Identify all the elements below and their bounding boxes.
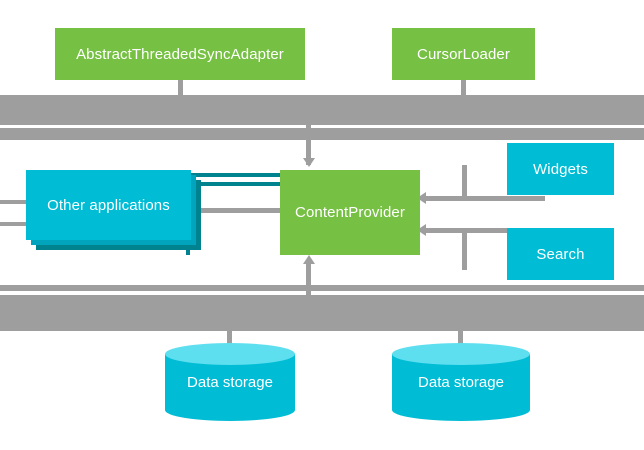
connector-storage-right-up [458,328,463,350]
connector-bottom-trunk [0,295,644,331]
node-label-widgets: Widgets [533,160,588,178]
cylinder-bottom-ellipse [165,399,295,421]
connector-rail-upper [186,173,371,177]
cylinder-bottom-ellipse [392,399,530,421]
connector-search-vertical [462,232,467,270]
node-label-syncadapter: AbstractThreadedSyncAdapter [76,45,284,63]
arrowhead-into-provider-widgets [417,192,426,204]
node-other-applications[interactable]: Other applications [26,170,191,240]
connector-provider-down [306,262,311,297]
cylinder-top-ellipse [392,343,530,365]
node-label-data-storage-left: Data storage [187,373,273,391]
connector-cursorloader-down [461,80,466,100]
node-label-data-storage-right: Data storage [418,373,504,391]
node-data-storage-right[interactable]: Data storage [392,343,530,421]
connector-left-edge-upper [0,200,32,204]
node-widgets[interactable]: Widgets [507,143,614,195]
connector-bottom-trunk-upper [0,285,644,291]
connector-widgets-vertical [462,165,467,200]
connector-syncadapter-down [178,80,183,100]
cylinder-top-ellipse [165,343,295,365]
connector-provider-to-otherapps [199,208,291,213]
node-contentprovider[interactable]: ContentProvider [280,170,420,255]
node-cursorloader[interactable]: CursorLoader [392,28,535,80]
arrowhead-into-provider-bottom [303,255,315,264]
node-label-other-applications: Other applications [47,196,170,214]
connector-top-trunk-lower [0,128,644,140]
node-label-search: Search [536,245,585,263]
connector-storage-left-up [227,328,232,350]
node-abstractthreadedsyncadapter[interactable]: AbstractThreadedSyncAdapter [55,28,305,80]
connector-widgets-horizontal [425,196,545,201]
connector-top-trunk [0,95,644,125]
connector-left-edge-lower [0,222,32,226]
node-data-storage-left[interactable]: Data storage [165,343,295,421]
node-label-contentprovider: ContentProvider [295,204,405,221]
arrowhead-into-provider-search [417,224,426,236]
connector-trunk-to-provider [306,125,311,165]
connector-search-horizontal [425,228,545,233]
connector-rail-lower [186,182,371,186]
node-label-cursorloader: CursorLoader [417,45,510,63]
arrowhead-into-provider-top [303,158,315,167]
node-search[interactable]: Search [507,228,614,280]
